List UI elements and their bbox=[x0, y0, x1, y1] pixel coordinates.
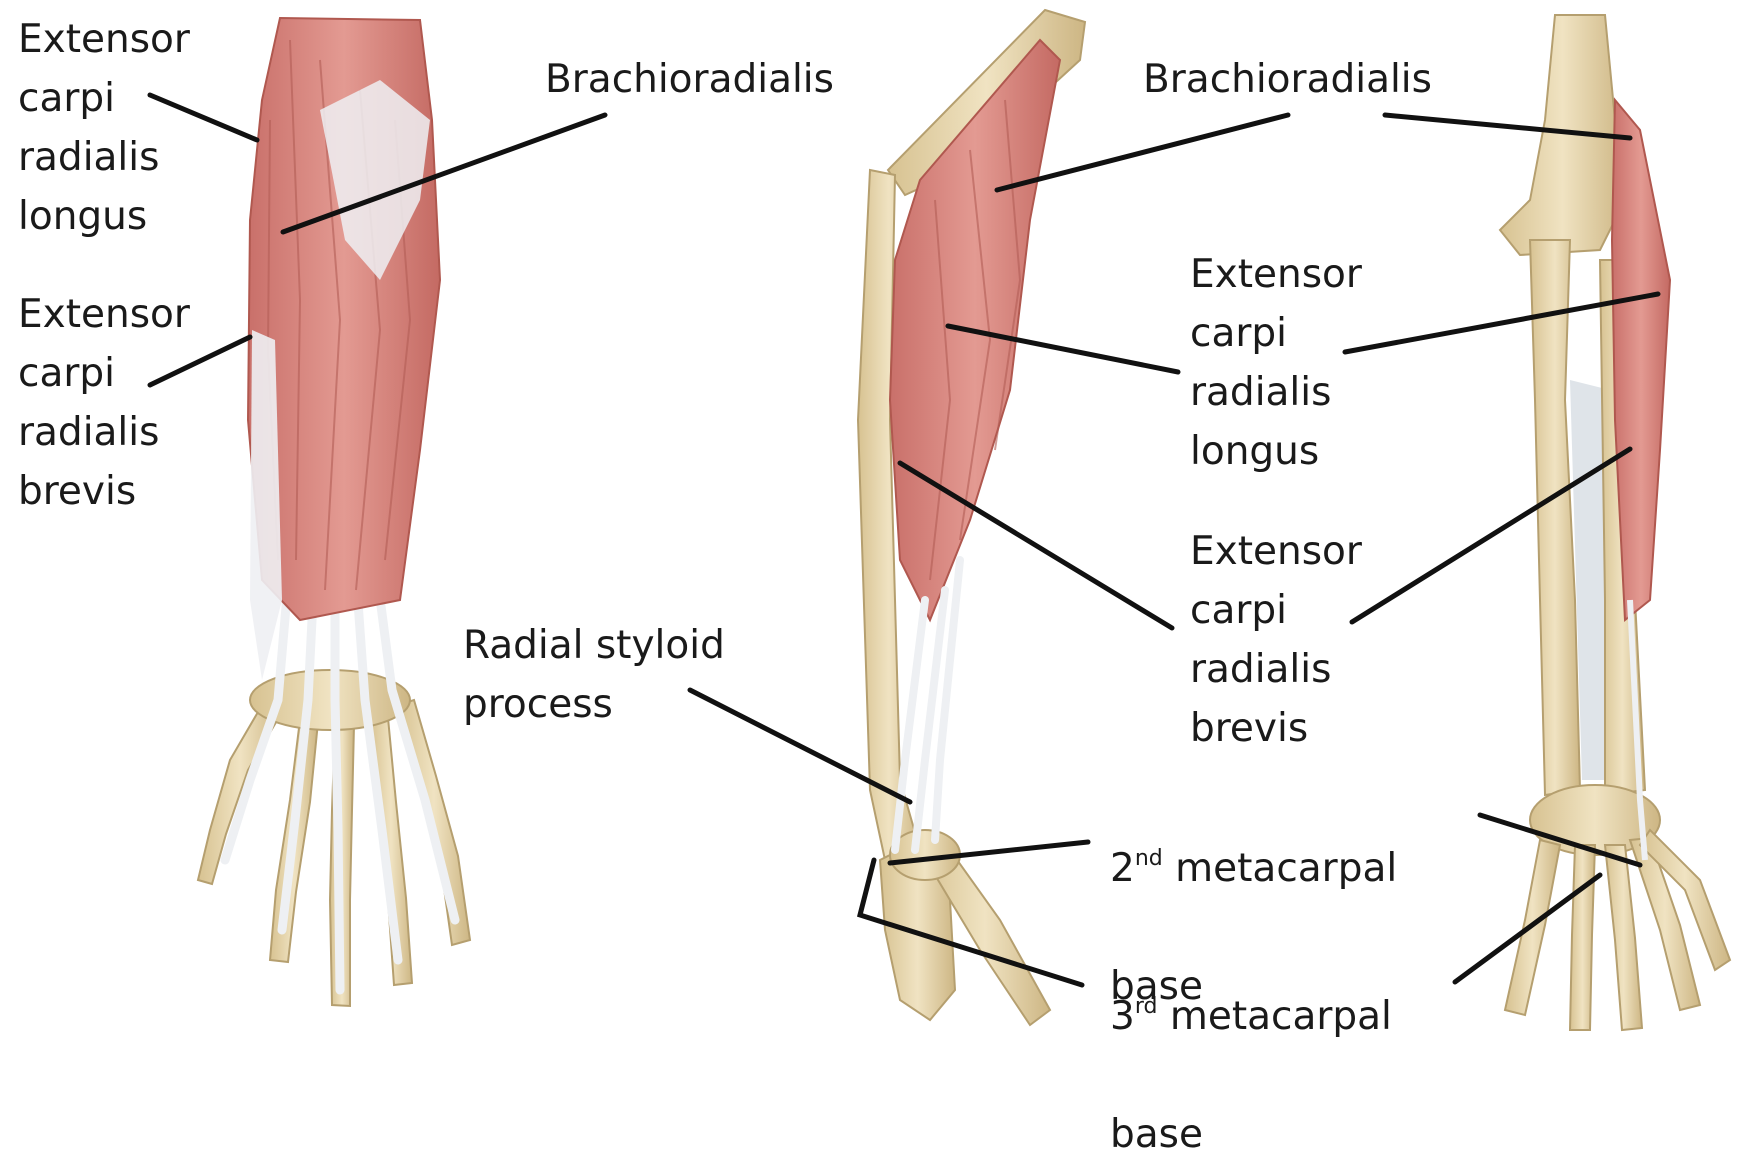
label-2nd-num: 2 bbox=[1110, 846, 1135, 891]
label-3rd-rest: metacarpal bbox=[1157, 994, 1391, 1039]
anatomy-diagram bbox=[0, 0, 1740, 1064]
label-brachioradialis-left: Brachioradialis bbox=[545, 50, 834, 109]
right-ulna bbox=[1530, 240, 1580, 795]
middle-forearm-illustration bbox=[858, 10, 1085, 1025]
label-3rd-sup: rd bbox=[1135, 994, 1158, 1019]
label-2nd-sup: nd bbox=[1135, 846, 1163, 871]
right-lateral-muscles bbox=[1612, 100, 1670, 620]
label-ecrb-left: Extensor carpi radialis brevis bbox=[18, 285, 190, 521]
left-forearm-illustration bbox=[198, 18, 470, 1006]
label-radial-styloid: Radial styloid process bbox=[463, 616, 725, 734]
label-2nd-rest: metacarpal bbox=[1163, 846, 1397, 891]
label-ecrl-left: Extensor carpi radialis longus bbox=[18, 10, 190, 246]
right-forearm-illustration bbox=[1500, 15, 1730, 1030]
label-3rd-line2: base bbox=[1110, 1112, 1203, 1157]
label-3rd-metacarpal-base: 3rd metacarpal base bbox=[1110, 928, 1392, 1164]
label-ecrb-right: Extensor carpi radialis brevis bbox=[1190, 522, 1362, 758]
right-hand-bones bbox=[1505, 785, 1730, 1030]
label-ecrl-right: Extensor carpi radialis longus bbox=[1190, 245, 1362, 481]
label-brachioradialis-right: Brachioradialis bbox=[1143, 50, 1432, 109]
label-3rd-num: 3 bbox=[1110, 994, 1135, 1039]
